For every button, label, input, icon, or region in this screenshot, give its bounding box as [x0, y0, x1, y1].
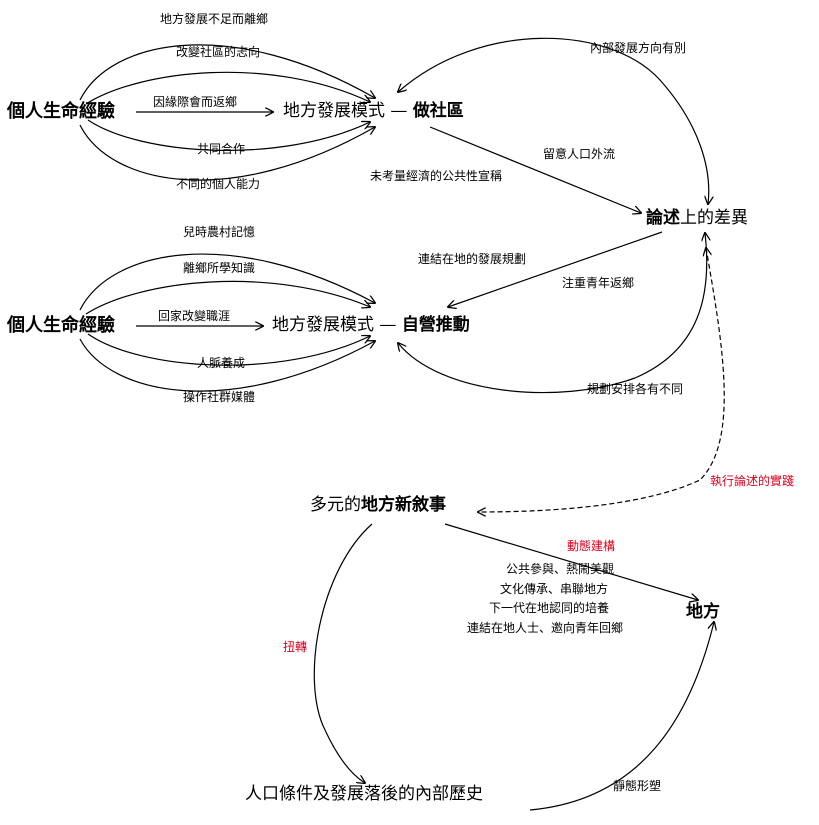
node-dev-model-self: 地方發展模式 — 自營推動 [272, 317, 470, 334]
edge-bottom-5 [79, 338, 375, 392]
edge-bottom-2 [85, 280, 370, 315]
dynamic-item-4: 連結在地人士、邀向青年回鄉 [467, 621, 624, 635]
label-bottom-edge-5: 操作社群媒體 [183, 390, 256, 404]
node-place: 地方 [686, 602, 720, 622]
edge-twist [313, 523, 373, 783]
label-top-edge-1: 地方發展不足而離鄉 [160, 12, 269, 26]
edge-internal-top [398, 37, 709, 204]
edge-link-plan [448, 231, 663, 307]
dev-model-prefix: 地方發展模式 — [283, 101, 413, 121]
narrative-prefix: 多元的 [310, 495, 361, 515]
dynamic-item-3: 下一代在地認同的培養 [489, 601, 610, 615]
dev-model-emph: 做社區 [412, 101, 464, 121]
label-twist: 扭轉 [283, 640, 308, 654]
node-internal-history: 人口條件及發展落後的內部歷史 [245, 784, 483, 804]
label-dynamic: 動態建構 [567, 539, 616, 553]
edge-static [529, 622, 714, 811]
node-life-experience-bottom: 個人生命經驗 [7, 315, 115, 336]
dynamic-item-1: 公共參與、熱鬧美觀 [506, 562, 615, 576]
label-bottom-edge-3: 回家改變職涯 [158, 309, 231, 323]
label-internal-direction: 內部發展方向有別 [590, 41, 687, 55]
edge-top-5 [79, 124, 375, 181]
edge-top-1 [79, 44, 375, 101]
edge-top-2 [85, 71, 370, 105]
label-bottom-edge-1: 兒時農村記憶 [183, 225, 256, 239]
dev-model-self-emph: 自營推動 [401, 315, 470, 335]
label-top-edge-4: 共同合作 [197, 142, 246, 156]
label-youth-return: 注重青年返鄉 [562, 276, 635, 290]
label-top-edge-5: 不同的個人能力 [176, 177, 261, 191]
dynamic-item-2: 文化傳承、串聯地方 [500, 582, 609, 596]
label-link-plan: 連結在地的發展規劃 [418, 252, 527, 266]
label-outflow: 留意人口外流 [543, 147, 616, 161]
label-plan-differ: 規劃安排各有不同 [587, 382, 684, 396]
narrative-emph: 地方新敘事 [361, 495, 446, 515]
edge-dynamic [444, 523, 698, 600]
edge-top-4 [87, 119, 370, 151]
label-top-edge-3: 因緣際會而返鄉 [153, 95, 238, 109]
node-new-narrative: 多元的地方新敘事 [310, 497, 446, 514]
discourse-prefix: 論述 [646, 208, 680, 228]
label-practice: 執行論述的實踐 [710, 474, 795, 488]
label-public-claim: 未考量經濟的公共性宣稱 [370, 169, 503, 183]
node-dev-model-community: 地方發展模式 — 做社區 [283, 103, 464, 120]
label-top-edge-2: 改變社區的志向 [176, 45, 261, 59]
node-life-experience-top: 個人生命經驗 [7, 101, 115, 122]
label-static: 靜態形塑 [613, 779, 662, 793]
label-bottom-edge-4: 人脈養成 [197, 356, 246, 370]
node-discourse-difference: 論述上的差異 [646, 210, 748, 227]
edge-bottom-4 [87, 333, 370, 366]
label-bottom-edge-2: 離鄉所學知識 [183, 261, 256, 275]
edge-bottom-1 [79, 253, 375, 311]
discourse-rest: 上的差異 [680, 208, 748, 228]
edge-outflow [429, 126, 641, 213]
dev-model-self-prefix: 地方發展模式 — [272, 315, 402, 335]
